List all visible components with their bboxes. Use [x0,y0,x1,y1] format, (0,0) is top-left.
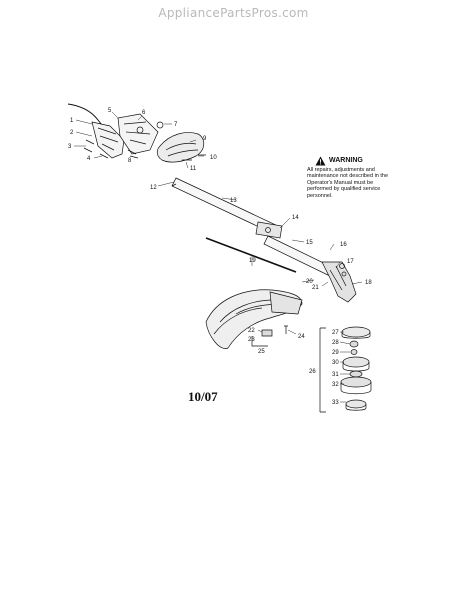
part-label: 32 [332,382,339,388]
handle-housing-left [91,121,125,159]
handle-housing-right [117,113,159,155]
part-label: 6 [142,110,146,116]
part-label: 20 [306,279,313,285]
part-label: 14 [292,215,299,221]
shaft-coupler [255,221,283,239]
part-label: 5 [108,108,112,114]
part-label: 1 [70,118,74,124]
warning-heading: WARNING [307,156,393,166]
part-label: 2 [70,130,74,136]
part-label: 29 [332,350,339,356]
part-number-labels: 1 2 3 4 5 6 7 8 9 10 11 12 13 14 15 16 1… [68,108,372,406]
part-label: 4 [87,156,91,162]
part-label: 7 [174,122,178,128]
warning-notice: WARNING All repairs, adjustments and mai… [307,156,393,199]
screw-7 [156,121,164,129]
part-label: 27 [332,330,339,336]
part-label: 33 [332,400,339,406]
bump-knob [345,399,367,409]
part-label: 12 [150,185,157,191]
part-label: 16 [340,242,347,248]
part-label: 21 [312,285,319,291]
trimmer-spool [342,356,370,368]
part-label: 17 [347,259,354,265]
part-label: 25 [258,349,265,355]
part-label: 22 [248,328,255,334]
warning-text: All repairs, adjustments and maintenance… [307,167,389,199]
part-label: 24 [298,334,305,340]
part-label: 30 [332,360,339,366]
part-label: 23 [248,337,255,343]
part-label: 11 [190,166,197,172]
part-label: 3 [68,144,72,150]
part-label: 13 [230,198,237,204]
warning-triangle-icon [315,156,326,166]
warning-title: WARNING [329,156,363,164]
trimmer-head-part-27 [341,326,371,338]
handle-grip [156,132,205,163]
date-code: 10/07 [188,389,218,404]
trimmer-housing [340,376,372,388]
site-header: AppliancePartsPros.com [158,6,309,20]
part-label: 9 [203,136,207,142]
flexible-drive-cable [205,237,297,273]
part-label: 15 [306,240,313,246]
part-label: 8 [128,158,132,164]
part-label: 28 [332,340,339,346]
gear-head [321,261,357,303]
part-label: 19 [249,258,256,264]
part-label: 26 [309,369,316,375]
part-label: 31 [332,372,339,378]
part-label: 18 [365,280,372,286]
part-label: 10 [210,155,217,161]
